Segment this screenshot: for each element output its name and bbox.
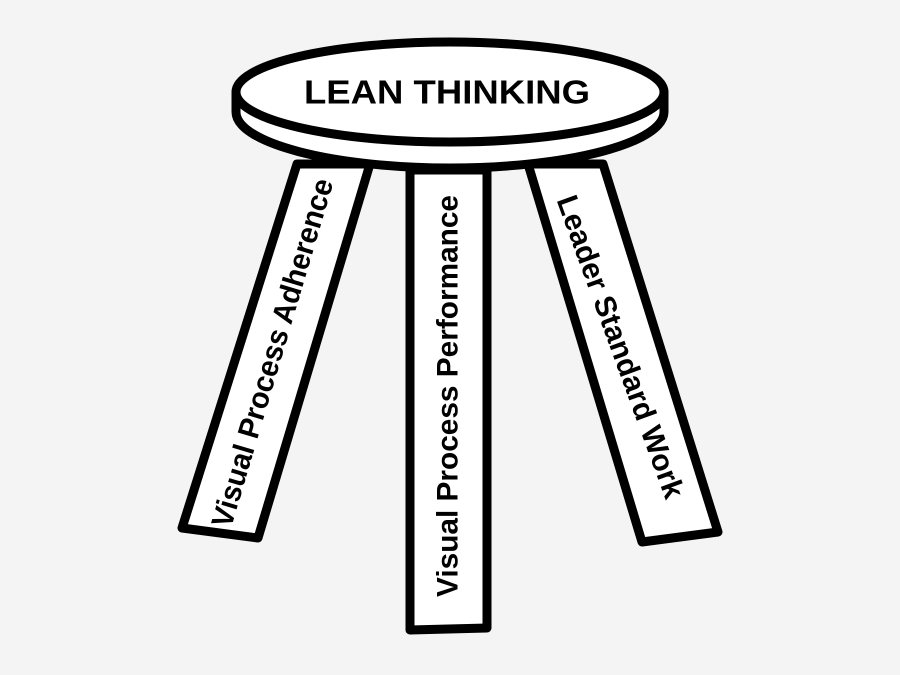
seat-top	[231, 37, 669, 147]
leg-right-shape	[523, 159, 723, 547]
leg-middle-label: Visual Process Performance	[432, 195, 465, 597]
leg-middle: Visual Process Performance	[405, 165, 492, 635]
stool-seat: LEAN THINKING	[231, 37, 669, 173]
seat-title: LEAN THINKING	[304, 74, 590, 111]
leg-left: Visual Process Adherence	[177, 159, 375, 543]
leg-right: Leader Standard Work	[523, 159, 723, 547]
